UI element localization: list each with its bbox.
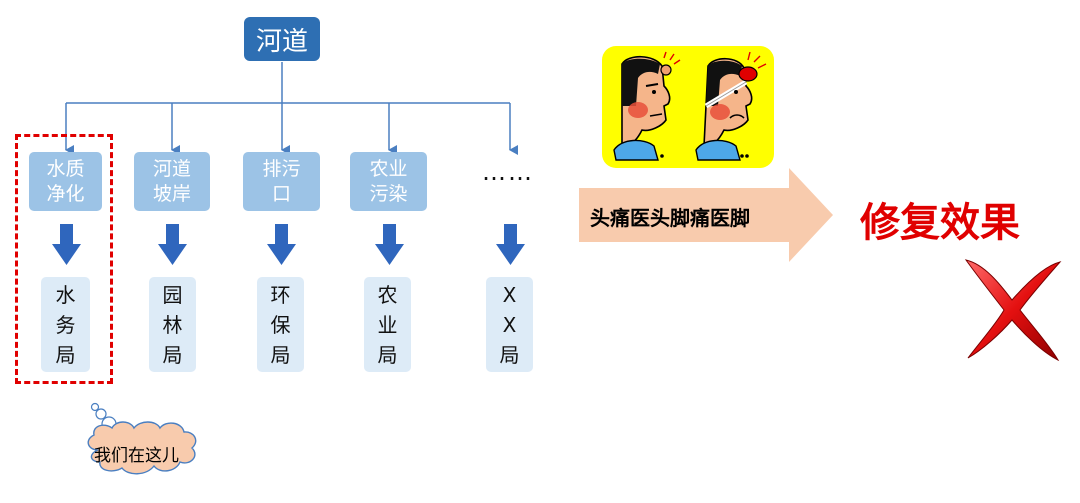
root-label: 河道 [255,26,308,57]
thought-cloud-icon [87,402,197,475]
agency-label: 水 务 局 [55,282,76,367]
agency-node-agriculture-bureau: 农 业 局 [364,277,411,372]
agency-label: 农 业 局 [377,282,398,367]
down-arrow-icon [496,224,525,265]
approach-label: 头痛医头脚痛医脚 [590,206,750,230]
category-node-riverbank: 河道 坡岸 [134,152,210,211]
cartoon-headache-icon [602,46,774,168]
agency-label: X X 局 [499,282,520,367]
right-arrow-icon [579,168,833,262]
category-label: 农业 污染 [369,157,408,205]
down-arrow-icon [267,224,296,265]
agency-node-environment-bureau: 环 保 局 [257,277,304,372]
highlight-dashed-frame [15,134,113,384]
agency-node-landscape-bureau: 园 林 局 [149,277,196,372]
category-label: 排污 口 [262,157,301,205]
agency-label: 园 林 局 [162,282,183,367]
category-label: 水质 净化 [46,157,85,205]
agency-label: 环 保 局 [270,282,291,367]
down-arrow-icon [158,224,187,265]
category-node-outfall: 排污 口 [243,152,320,211]
down-arrow-icon [375,224,404,265]
red-x-icon [964,259,1062,362]
callout-text: 我们在这儿 [94,446,179,466]
agency-node-xx-bureau: X X 局 [486,277,533,372]
category-node-agricultural-pollution: 农业 污染 [350,152,427,211]
down-arrow-icon [52,224,81,265]
result-title: 修复效果 [860,200,1020,246]
more-categories-ellipsis: …… [482,158,534,186]
category-node-water-quality: 水质 净化 [29,152,102,211]
root-node: 河道 [244,17,320,61]
category-label: 河道 坡岸 [152,157,191,205]
agency-node-water-bureau: 水 务 局 [41,277,90,372]
